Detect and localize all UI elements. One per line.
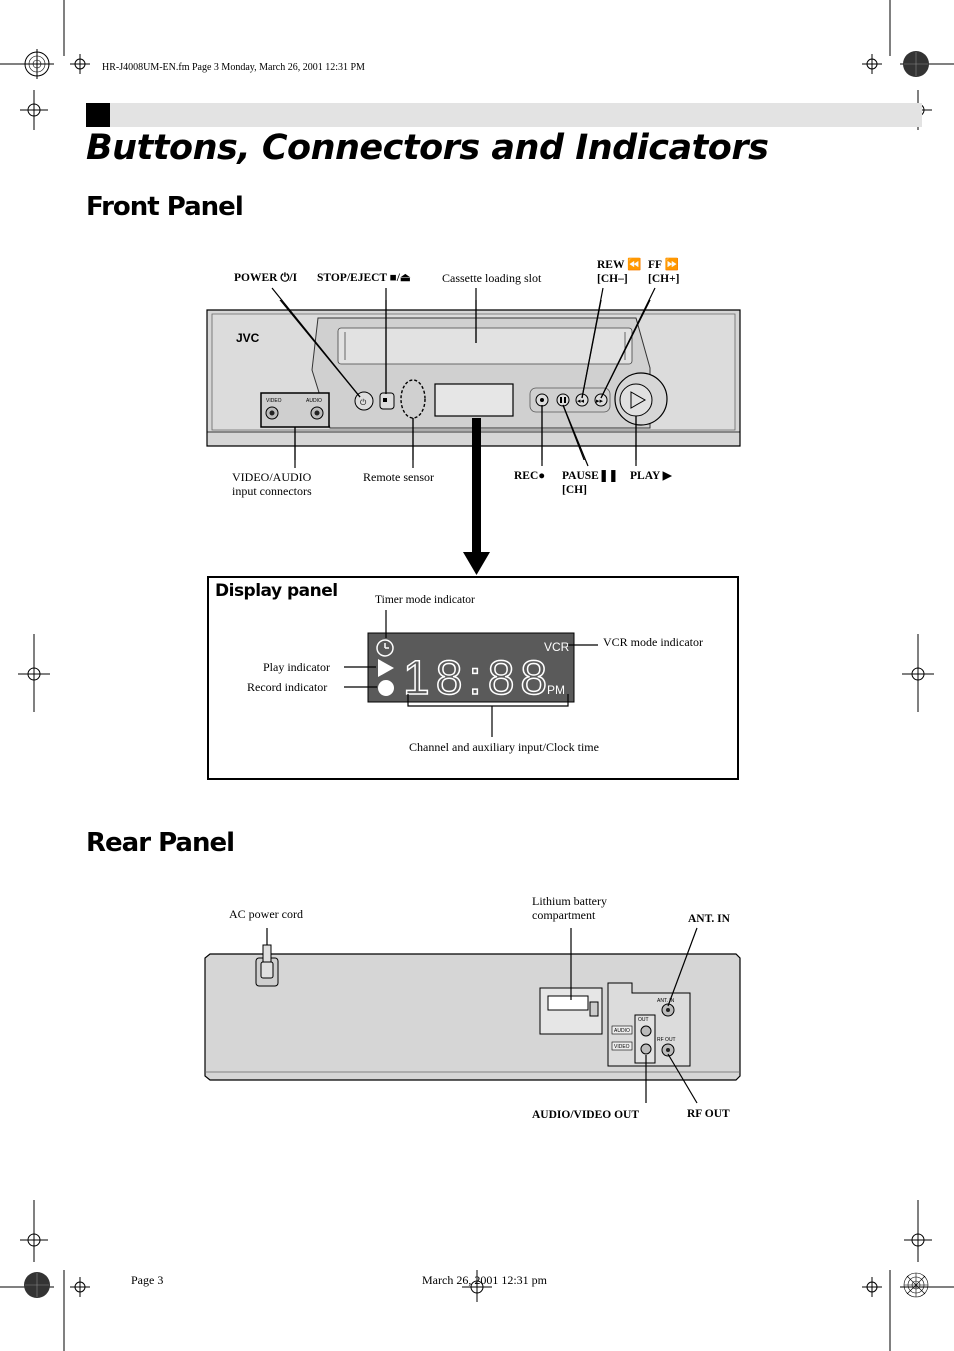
front-panel-diagram: VIDEO AUDIO ⏻ ◂◂ ▸▸ JVC [206,300,741,460]
ff-label: FF ⏩[CH+] [648,259,680,285]
pause-label: PAUSE❚❚[CH] [562,470,619,496]
audio-small-label: AUDIO [614,1028,630,1034]
page-number: Page 3 [131,1273,164,1287]
video-jack-label: VIDEO [266,398,282,404]
display-pm-text: PM [547,683,565,697]
display-panel-heading: Display panel [215,581,338,601]
jvc-logo: JVC [236,331,260,345]
svg-text:▸▸: ▸▸ [596,398,604,405]
svg-text:PM: PM [547,683,565,697]
svg-text:AUDIO: AUDIO [306,398,322,404]
display-vcr-text: VCR [544,640,570,654]
rear-panel-heading: Rear Panel [86,828,235,858]
audio-jack-label: AUDIO [306,398,322,404]
front-panel-leaders [271,287,656,575]
svg-text:AUDIO: AUDIO [614,1028,630,1034]
display-panel-diagram: VCR PM 18:88 [344,610,598,737]
svg-text:◂◂: ◂◂ [577,398,585,405]
svg-text:ANT. IN: ANT. IN [657,998,675,1004]
svg-text:VCR: VCR [544,640,570,654]
rear-panel-diagram: ANT. IN RF OUT OUT AUDIO VIDEO [204,927,741,1104]
page-title: Buttons, Connectors and Indicators [86,128,769,168]
rec-label: REC● [514,470,546,482]
svg-text:VIDEO: VIDEO [266,398,282,404]
svg-text:18:88: 18:88 [403,652,553,705]
svg-text:JVC: JVC [236,331,260,345]
svg-text:RF OUT: RF OUT [657,1037,676,1043]
svg-text:OUT: OUT [638,1017,649,1023]
power-label: POWER ⏻/I [234,272,298,284]
vcr-mode-label: VCR mode indicator [603,635,703,649]
timer-mode-label: Timer mode indicator [375,594,475,606]
record-indicator-label: Record indicator [247,680,328,694]
channel-clock-label: Channel and auxiliary input/Clock time [409,740,599,754]
out-small-label: OUT [638,1017,649,1023]
footer-date: March 26, 2001 12:31 pm [422,1273,547,1287]
svg-text:⏻: ⏻ [360,398,367,407]
file-header: HR-J4008UM-EN.fm Page 3 Monday, March 26… [102,62,365,73]
display-panel-box [207,576,739,780]
stop-eject-label: STOP/EJECT ■/⏏ [317,272,411,284]
rf-out-small-label: RF OUT [657,1037,676,1043]
front-panel-heading: Front Panel [86,192,244,222]
play-indicator-label: Play indicator [263,660,330,674]
play-label: PLAY ▶ [630,470,672,482]
video-small-label: VIDEO [614,1044,630,1050]
cassette-slot-label: Cassette loading slot [442,271,542,285]
svg-text:VIDEO: VIDEO [614,1044,630,1050]
audio-video-out-label: AUDIO/VIDEO OUT [532,1109,640,1121]
rf-out-label: RF OUT [687,1108,730,1120]
remote-sensor-label: Remote sensor [363,470,434,484]
rew-label: REW ⏪[CH–] [597,259,642,285]
display-digits: 18:88 [402,651,553,706]
title-band-marker [86,103,110,127]
title-band [86,103,922,127]
ant-in-small-label: ANT. IN [657,998,675,1004]
ant-in-label: ANT. IN [688,913,730,925]
ac-power-cord-label: AC power cord [229,907,303,921]
